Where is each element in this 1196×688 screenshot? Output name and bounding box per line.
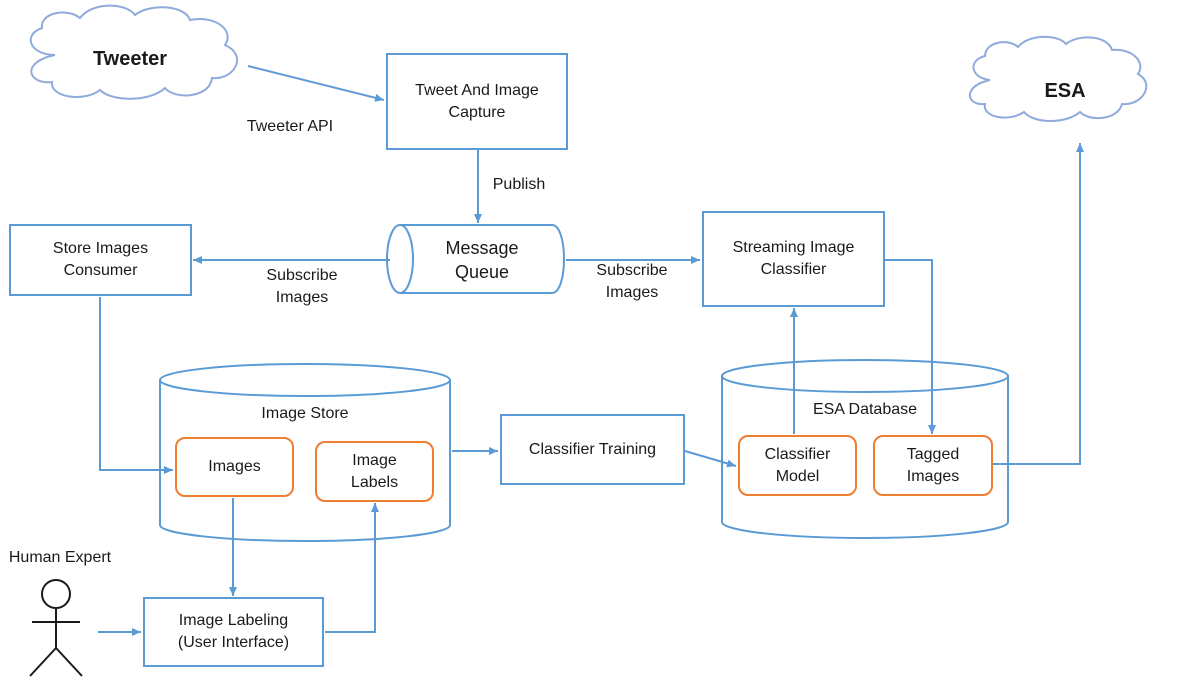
tweeter-api-label: Tweeter API bbox=[246, 118, 334, 135]
arrows bbox=[98, 65, 1084, 636]
arrow-tweeter-to-capture bbox=[247, 65, 385, 102]
image-labeling-box: Image Labeling (User Interface) bbox=[143, 597, 324, 667]
message-queue-shape bbox=[400, 224, 565, 294]
arrow-labeling-to-labels bbox=[325, 503, 379, 633]
esa-cloud bbox=[969, 35, 1148, 122]
images-item: Images bbox=[175, 437, 294, 497]
store-images-consumer-box: Store Images Consumer bbox=[9, 224, 192, 296]
classifier-model-item: Classifier Model bbox=[738, 435, 857, 496]
arrow-consumer-to-images bbox=[99, 297, 173, 474]
esa-label: ESA bbox=[1044, 80, 1086, 102]
tagged-images-item: Tagged Images bbox=[873, 435, 993, 496]
tweet-image-capture-box: Tweet And Image Capture bbox=[386, 53, 568, 150]
esa-database-title: ESA Database bbox=[812, 401, 918, 418]
arrow-training-to-model bbox=[684, 450, 737, 468]
message-queue-label: Message Queue bbox=[445, 238, 519, 282]
streaming-image-classifier-box: Streaming Image Classifier bbox=[702, 211, 885, 307]
image-labels-item: Image Labels bbox=[315, 441, 434, 502]
arrow-streaming-to-tagged bbox=[884, 259, 936, 434]
subscribe-images-right-label: Subscribe Images bbox=[596, 262, 668, 301]
classifier-training-box: Classifier Training bbox=[500, 414, 685, 485]
tweeter-label: Tweeter bbox=[92, 48, 168, 70]
arrow-tagged-to-esa bbox=[993, 143, 1084, 465]
subscribe-images-left-label: Subscribe Images bbox=[266, 267, 338, 306]
image-store-title: Image Store bbox=[261, 405, 349, 422]
human-expert-figure bbox=[29, 579, 83, 677]
publish-label: Publish bbox=[492, 176, 546, 193]
tweeter-cloud bbox=[29, 4, 238, 100]
human-expert-label: Human Expert bbox=[8, 549, 112, 566]
